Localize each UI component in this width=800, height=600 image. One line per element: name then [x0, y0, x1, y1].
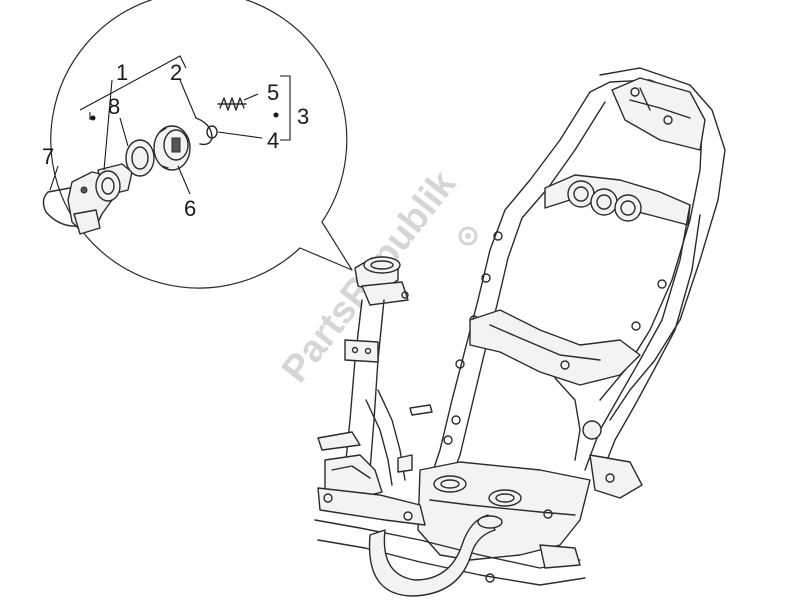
part-5-spring — [217, 97, 247, 111]
callout-6: 6 — [184, 196, 196, 221]
detail-parts — [42, 55, 291, 235]
callout-5: 5 — [267, 80, 279, 105]
callout-labels: 1 2 3 4 5 6 7 8 — [42, 60, 309, 221]
callout-2: 2 — [170, 60, 182, 85]
part-1-lock-housing — [67, 163, 133, 235]
callout-7: 7 — [42, 144, 54, 169]
watermark-gear-icon — [458, 226, 478, 246]
part-4-o-ring — [206, 125, 218, 139]
scooter-frame — [314, 67, 726, 597]
part-6-lock-cylinder — [153, 125, 191, 171]
callout-4: 4 — [267, 128, 279, 153]
callout-1: 1 — [116, 60, 128, 85]
callout-dot-3 — [273, 112, 279, 118]
callout-3: 3 — [297, 104, 309, 129]
part-8-washer — [125, 139, 155, 177]
callout-dot-1 — [90, 115, 96, 121]
callout-8: 8 — [108, 94, 120, 119]
